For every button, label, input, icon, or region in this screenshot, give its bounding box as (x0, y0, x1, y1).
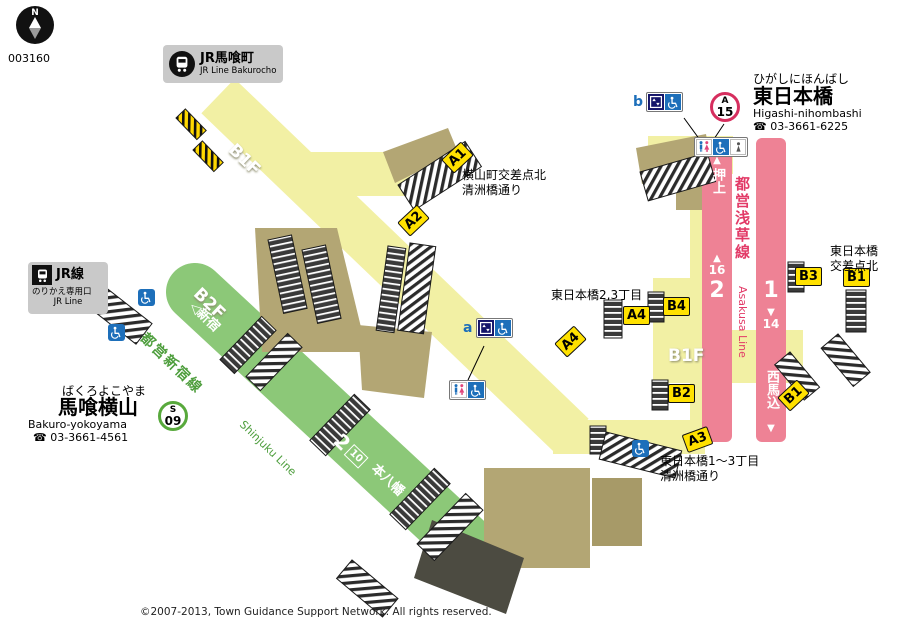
exit-badge-b4: B4 (663, 297, 690, 316)
accessible-toilet-icon (713, 139, 729, 155)
jr-bakurocho-sub: JR Line Bakurocho (200, 66, 277, 77)
station-number-badge-a15: A 15 (710, 92, 740, 122)
jr-transfer-sub: のりかえ専用口 (32, 287, 92, 297)
station-bakuro-phone: ☎ 03-3661-4561 (33, 431, 129, 444)
map-id: 003160 (8, 52, 50, 65)
asakusa-platform-1: 1 (763, 278, 779, 303)
exit-badge-a4-stairs: A4 (623, 306, 651, 325)
jr-bakurocho-name: JR馬喰町 (200, 50, 254, 66)
exit-badge-b1: B1 (843, 268, 870, 287)
toilet-icon (696, 139, 712, 155)
wheelchair-icon (665, 94, 681, 110)
toilet-icon (451, 382, 467, 398)
accessible-toilet-icon (468, 382, 484, 398)
stairs-icons (219, 234, 867, 531)
escalator-icon (175, 108, 207, 141)
footer-copyright: ©2007-2013, Town Guidance Support Networ… (140, 606, 492, 618)
elevator-b-icons (646, 92, 683, 112)
elevator-b-label: b (633, 94, 644, 110)
jr-train-icon (32, 265, 52, 285)
wheelchair-icon (632, 440, 649, 457)
restroom-icons (694, 137, 748, 157)
elevator-icon (478, 320, 494, 336)
annotation-kosaten-2: 交差点北 (830, 259, 879, 273)
annotation-kosaten-1: 東日本橋 (830, 244, 879, 258)
exit-badge-b2: B2 (668, 384, 695, 403)
escalator-icon (192, 140, 224, 173)
badge-station-number: 15 (716, 104, 734, 119)
asakusa-platform-2: 2 (709, 278, 725, 303)
exit-badge-b3: B3 (795, 267, 822, 286)
asakusa-up-arrow: ▲ (713, 155, 721, 166)
asakusa-line-name-ja: 都営浅草線 (733, 176, 751, 261)
wheelchair-icon (495, 320, 511, 336)
wheelchair-icon (108, 324, 125, 341)
annotation-yokoyama-1: 横山町交差点北 (462, 168, 547, 182)
badge-line-letter: S (169, 404, 177, 415)
asakusa-line-name-en: Asakusa Line (736, 286, 749, 358)
floor-label-b1f-east: B1F (668, 346, 705, 366)
compass: N (16, 6, 54, 44)
asakusa-down-arrow: ▼ (767, 423, 775, 434)
jr-transfer-box: JR線 のりかえ専用口 JR Line (28, 262, 108, 314)
restroom-icons-south (449, 380, 486, 400)
annotation-higashi13-1: 東日本橋1〜3丁目 (660, 454, 760, 468)
jr-transfer-sub-en: JR Line (53, 297, 83, 308)
annotation-yokoyama-2: 清洲橋通り (462, 183, 523, 197)
jr-train-icon (169, 51, 195, 77)
asakusa-down-arrow: ▼ (767, 307, 775, 318)
compass-needle-icon (29, 17, 41, 28)
wheelchair-icon (138, 289, 155, 306)
station-higashi-name: 東日本橋 (753, 84, 833, 108)
compass-north-label: N (31, 8, 39, 18)
elevator-a-icons (476, 318, 513, 338)
asakusa-direction-oshiage: 押上 (710, 168, 725, 194)
annotation-higashi13-2: 清洲橋通り (660, 469, 721, 483)
station-higashi-phone: ☎ 03-3661-6225 (753, 120, 849, 133)
jr-transfer-name: JR線 (56, 266, 84, 282)
station-bakuro-kana: ばくろよこやま (62, 384, 147, 398)
station-bakuro-name: 馬喰横山 (58, 395, 138, 419)
compass-needle-tail-icon (29, 28, 41, 39)
baby-care-icon (730, 139, 746, 155)
station-bakuro-romaji: Bakuro-yokoyama (28, 418, 127, 431)
asakusa-next-station-16: 16 (708, 263, 726, 277)
elevator-a-label: a (463, 320, 473, 336)
jr-bakurocho-box: JR馬喰町 JR Line Bakurocho (163, 45, 283, 83)
station-number-badge-s09: S 09 (158, 401, 188, 431)
badge-station-number: 09 (164, 413, 182, 428)
asakusa-next-station-14: 14 (762, 317, 780, 331)
station-higashi-kana: ひがしにほんばし (753, 72, 850, 86)
elevator-icon (648, 94, 664, 110)
badge-line-letter: A (721, 95, 729, 106)
asakusa-direction-nishimagome: 西馬込 (764, 370, 779, 409)
asakusa-up-arrow: ▲ (713, 253, 721, 264)
annotation-higashi23: 東日本橋2,3丁目 (551, 288, 643, 302)
station-higashi-romaji: Higashi-nihombashi (753, 107, 862, 120)
